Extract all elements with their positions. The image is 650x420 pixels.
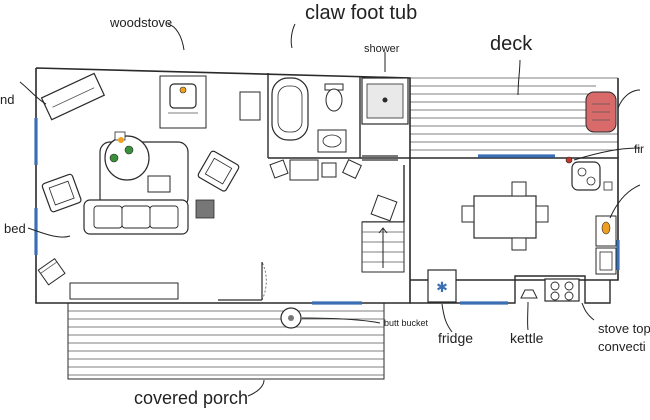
chair-hall <box>370 194 398 222</box>
bed <box>69 282 179 300</box>
bath-sink <box>317 129 347 153</box>
wall-box <box>603 181 613 191</box>
label-kettle: kettle <box>510 330 544 346</box>
toilet <box>324 83 344 112</box>
bath-chairs <box>269 159 362 179</box>
label-shower: shower <box>364 43 400 55</box>
woodstove <box>159 75 207 129</box>
label-butt-bucket: butt bucket <box>384 318 429 328</box>
doors <box>218 155 398 301</box>
kettle <box>520 289 538 299</box>
covered-porch-area <box>67 302 385 380</box>
chair-small <box>37 257 66 286</box>
stove-top <box>544 278 580 302</box>
label-fridge: fridge <box>438 330 473 346</box>
label-convection-partial: convecti <box>598 339 646 354</box>
butt-bucket <box>280 307 302 329</box>
deck-boards <box>410 77 618 151</box>
annotation-arrows <box>19 23 641 397</box>
label-covered-porch: covered porch <box>134 388 248 408</box>
claw-foot-tub <box>271 77 309 141</box>
label-stove-top: stove top <box>598 321 650 336</box>
side-cabinet <box>239 91 261 121</box>
label-claw-foot-tub: claw foot tub <box>305 2 417 24</box>
coffee-table <box>104 131 150 181</box>
kitchen-appliance <box>571 161 601 191</box>
fire-extinguisher <box>565 156 573 164</box>
label-woodstove: woodstove <box>109 15 172 30</box>
fridge: ✱ <box>427 269 457 303</box>
bath-bench <box>289 159 319 181</box>
label-bed-partial: nd <box>0 92 14 107</box>
deck-area <box>410 77 618 156</box>
woodbox <box>195 199 215 219</box>
armchair-left <box>41 173 82 213</box>
stairs <box>361 221 405 273</box>
svg-text:✱: ✱ <box>436 280 448 296</box>
ottoman <box>147 175 171 193</box>
armchair-right <box>197 150 240 192</box>
dining-table <box>461 181 549 251</box>
sofa <box>83 199 189 235</box>
shower <box>361 77 409 125</box>
label-bed: bed <box>4 221 26 236</box>
deck-bench <box>585 91 617 133</box>
counter-right <box>595 215 617 275</box>
label-deck: deck <box>490 33 533 55</box>
windows <box>34 118 620 305</box>
futon <box>40 72 106 121</box>
label-fire-partial: fir <box>634 142 644 156</box>
porch-boards <box>68 310 384 376</box>
